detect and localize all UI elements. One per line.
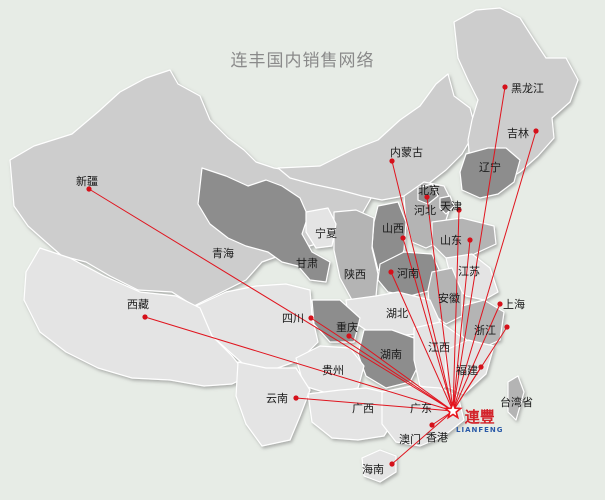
province-label: 云南: [266, 392, 288, 405]
province-label: 甘肃: [296, 257, 318, 270]
province-label: 内蒙古: [390, 145, 423, 159]
province-label: 北京: [418, 183, 440, 197]
region-shandong: [431, 217, 497, 259]
region-ningxia: [305, 207, 337, 249]
city-dot: [142, 314, 148, 320]
city-dot: [497, 301, 503, 307]
region-tianjin: [439, 195, 455, 215]
route-line: [426, 196, 454, 412]
province-label: 宁夏: [315, 226, 337, 240]
province-label: 河南: [397, 267, 419, 280]
city-dot: [533, 128, 539, 134]
region-yunnan: [235, 361, 311, 447]
province-label: 新疆: [76, 174, 98, 188]
province-label: 重庆: [336, 320, 358, 334]
province-label: 山西: [382, 222, 404, 235]
province-label: 青海: [212, 246, 234, 260]
route-line: [391, 410, 454, 465]
province-label: 江苏: [458, 265, 480, 278]
route-line: [402, 237, 454, 412]
city-dot: [400, 235, 406, 241]
province-label: 台湾省: [500, 395, 533, 409]
logo-name-cn: 連豐: [464, 408, 495, 426]
city-dot: [293, 395, 299, 401]
city-dot: [467, 237, 473, 243]
route-line: [391, 160, 454, 412]
route-line: [295, 397, 454, 412]
province-label: 安徽: [438, 291, 460, 305]
logo-name-en: LIANFENG: [456, 426, 504, 434]
route-line: [390, 271, 454, 412]
province-label: 湖北: [386, 307, 408, 320]
region-guangdong: [381, 385, 465, 447]
province-label: 天津: [440, 200, 462, 213]
city-dot: [424, 194, 430, 200]
city-dot: [456, 207, 462, 213]
province-label: 江西: [428, 341, 450, 354]
region-beijing: [417, 183, 439, 205]
route-line: [452, 366, 482, 412]
province-label: 吉林: [507, 126, 529, 140]
province-label: 广东: [410, 402, 432, 415]
city-dot: [308, 315, 314, 321]
province-label: 广西: [352, 402, 374, 415]
province-label: 澳门: [399, 432, 421, 446]
province-label: 黑龙江: [511, 82, 544, 95]
city-dot: [346, 333, 352, 339]
region-taiwan: [507, 375, 525, 421]
region-anhui: [427, 267, 463, 325]
route-line: [452, 209, 460, 412]
province-label: 陕西: [344, 267, 366, 281]
region-tibet: [23, 247, 249, 387]
province-label: 河北: [414, 204, 436, 217]
city-dot: [478, 364, 484, 370]
province-label: 山东: [440, 234, 462, 247]
hub-star-icon: [443, 400, 463, 420]
city-dot: [502, 84, 508, 90]
province-label: 湖南: [380, 348, 402, 361]
route-line: [452, 303, 501, 412]
city-dot: [429, 422, 435, 428]
city-dot: [389, 461, 395, 467]
province-label: 上海: [503, 297, 525, 311]
route-line: [452, 130, 537, 412]
route-line: [144, 316, 454, 412]
route-line: [452, 239, 471, 412]
route-line: [452, 86, 506, 412]
province-label: 海南: [362, 462, 384, 476]
province-label: 浙江: [474, 324, 496, 337]
province-label: 福建: [456, 363, 478, 377]
region-shaanxi: [333, 209, 379, 301]
province-label: 贵州: [322, 364, 344, 377]
city-dot: [86, 186, 92, 192]
map-title: 连丰国内销售网络: [230, 51, 375, 71]
route-line: [88, 188, 454, 412]
region-gansu: [197, 167, 331, 283]
route-line: [310, 317, 454, 412]
province-label: 西藏: [127, 298, 149, 311]
route-line: [348, 335, 454, 412]
region-inner-mongolia: [277, 73, 477, 201]
city-dot: [389, 158, 395, 164]
province-label: 辽宁: [479, 160, 501, 174]
city-dot: [504, 324, 510, 330]
province-label: 四川: [282, 312, 304, 325]
region-liaoning: [459, 147, 521, 199]
city-dot: [388, 269, 394, 275]
province-label: 香港: [426, 431, 448, 444]
company-logo: 連豐 LIANFENG: [456, 409, 504, 434]
region-hainan: [361, 449, 397, 483]
region-zhejiang: [461, 299, 505, 351]
region-northeast: [453, 7, 579, 195]
